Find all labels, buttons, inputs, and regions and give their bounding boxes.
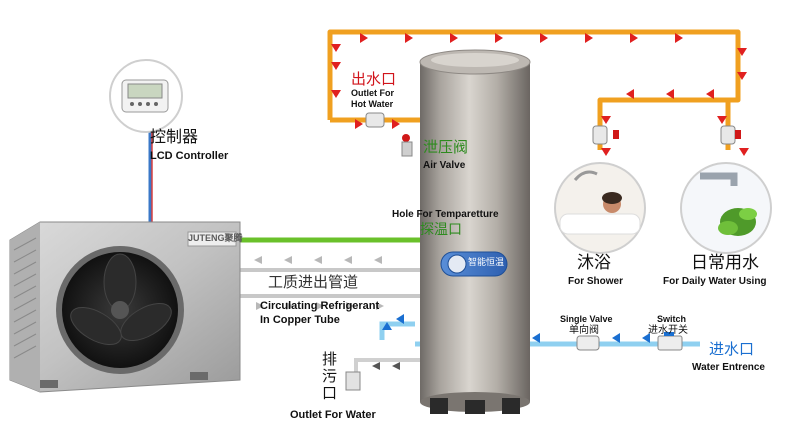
lcd-controller-device xyxy=(109,59,183,133)
single-valve-en: Single Valve xyxy=(560,314,613,324)
unit-brand-logo: JUTENG聚腾 xyxy=(188,233,243,243)
outlet-hot-water-en-line2: Hot Water xyxy=(351,99,394,109)
drain-en: Outlet For Water xyxy=(290,409,376,421)
water-tank xyxy=(401,49,531,414)
valve-icons xyxy=(365,112,741,145)
water-inlet-en: Water Entrence xyxy=(692,362,765,373)
shower-en: For Shower xyxy=(568,276,624,287)
heat-pump-unit xyxy=(9,221,241,393)
daily-water-cn: 日常用水 xyxy=(691,253,759,273)
single-valve-cn: 单向阀 xyxy=(569,325,599,336)
refrigerant-pipe-cn: 工质进出管道 xyxy=(268,273,359,291)
shower-cn: 沐浴 xyxy=(577,253,611,273)
temperature-hole-cn: 探温口 xyxy=(420,222,462,238)
air-valve-en: Air Valve xyxy=(423,160,466,171)
refrigerant-arrows xyxy=(254,256,384,310)
switch-cn: 进水开关 xyxy=(648,325,688,336)
temperature-hole-en: Hole For Temparetture xyxy=(392,209,499,220)
drain-pipe xyxy=(345,358,420,391)
shower-icon xyxy=(554,162,646,254)
controller-en: LCD Controller xyxy=(150,150,229,162)
refrigerant-pipe-en-line1: Circulating Refrigerant xyxy=(260,300,380,312)
drain-cn-1: 排 xyxy=(322,350,338,368)
daily-water-en: For Daily Water Using xyxy=(663,276,767,287)
drain-cn-2: 污 xyxy=(322,367,338,385)
tank-badge-text: 智能恒温 xyxy=(468,258,505,268)
switch-en: Switch xyxy=(657,314,687,324)
faucet-icon xyxy=(680,162,772,254)
refrigerant-pipe-en-line2: In Copper Tube xyxy=(260,314,340,326)
inlet-valves xyxy=(576,332,683,351)
outlet-hot-water-cn: 出水口 xyxy=(351,70,397,88)
water-inlet-cn: 进水口 xyxy=(709,340,755,358)
air-valve-cn: 泄压阀 xyxy=(423,138,469,156)
controller-cn: 控制器 xyxy=(150,127,199,146)
drain-cn-3: 口 xyxy=(322,384,338,402)
hot-flow-arrows xyxy=(331,33,749,156)
refrigerant-pipes xyxy=(236,237,420,298)
outlet-hot-water-en-line1: Outlet For xyxy=(351,88,394,98)
